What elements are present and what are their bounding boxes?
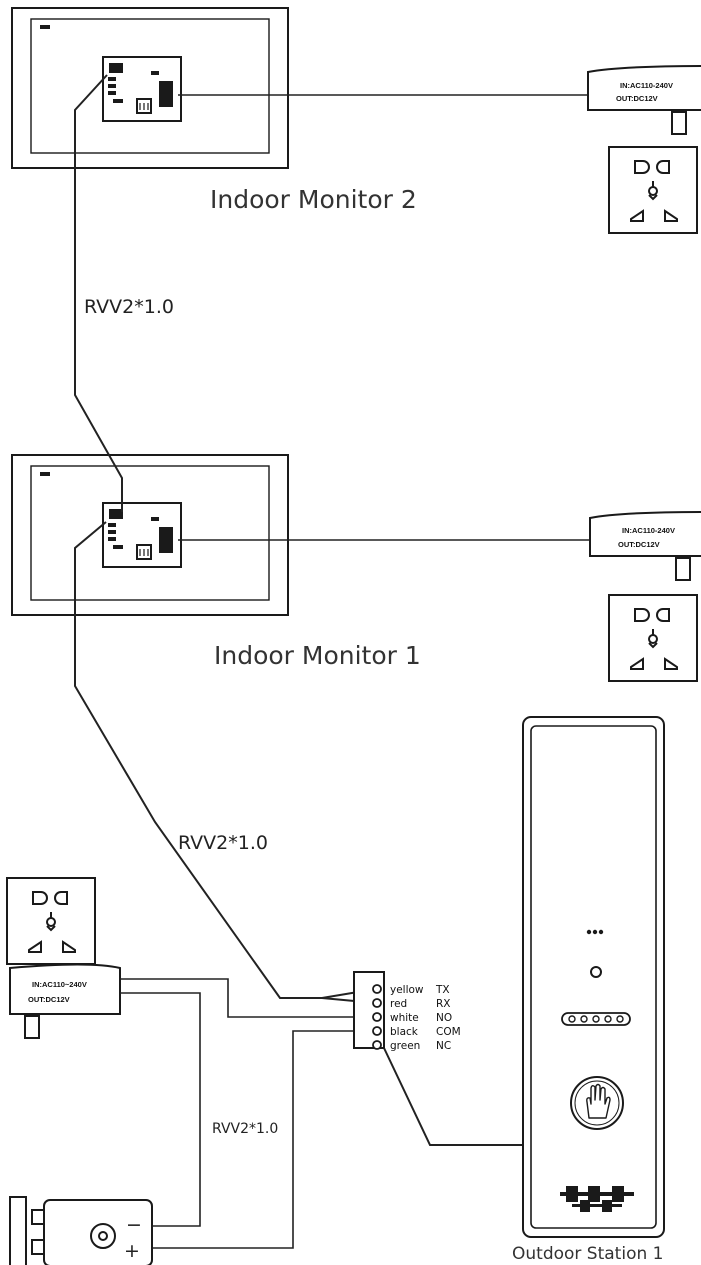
- electric-lock: − +: [9, 1196, 153, 1265]
- wire-adapter-to-no: [120, 978, 376, 1018]
- wall-socket-2: [608, 146, 698, 234]
- cable-monitor2-to-monitor1: [74, 74, 123, 512]
- adapter-1-out: OUT:DC12V: [618, 540, 660, 549]
- indoor-monitor-2: [11, 7, 289, 169]
- hand-icon: [586, 1083, 611, 1119]
- outdoor-station: [522, 716, 665, 1238]
- wall-socket-3: [6, 877, 96, 965]
- station-speaker-grille: [560, 1186, 634, 1212]
- monitor-1-screen: [30, 465, 270, 601]
- cable-monitor1-to-station: [74, 521, 377, 999]
- lock-plus-label: +: [124, 1240, 140, 1262]
- terminal-screw-white: [372, 1012, 382, 1022]
- terminal-color-red: red: [390, 998, 407, 1010]
- cable-label-1: RVV2*1.0: [84, 296, 174, 318]
- terminal-signal-nc: NC: [436, 1040, 451, 1052]
- terminal-screw-green: [372, 1040, 382, 1050]
- station-call-button: [570, 1076, 624, 1130]
- adapter-2-in: IN:AC110-240V: [620, 81, 673, 90]
- terminal-screw-red: [372, 998, 382, 1008]
- power-adapter-2: IN:AC110-240V OUT:DC12V: [587, 65, 701, 135]
- adapter-2-out: OUT:DC12V: [616, 94, 658, 103]
- monitor-1-outer-frame: [11, 454, 289, 616]
- adapter-1-in: IN:AC110-240V: [622, 526, 675, 535]
- terminal-screw-yellow: [372, 984, 382, 994]
- terminal-signal-tx: TX: [435, 984, 450, 996]
- adapter-3-in: IN:AC110~240V: [32, 980, 87, 989]
- monitor-2-outer-frame: [11, 7, 289, 169]
- terminal-block: [353, 971, 385, 1050]
- terminal-labels: yellow TX red RX white NO black COM gree…: [390, 984, 461, 1052]
- monitor-2-screen: [30, 18, 270, 154]
- terminal-color-green: green: [390, 1040, 420, 1052]
- terminal-screw-black: [372, 1026, 382, 1036]
- monitor-1-board: [102, 502, 182, 568]
- wire-lock-to-com: [152, 1030, 376, 1249]
- wall-socket-1: [608, 594, 698, 682]
- terminal-signal-rx: RX: [436, 998, 451, 1010]
- monitor-2-led: [40, 25, 50, 29]
- power-adapter-3: IN:AC110~240V OUT:DC12V: [9, 963, 121, 1039]
- terminal-color-white: white: [390, 1012, 419, 1024]
- indoor-monitor-1: [11, 454, 289, 616]
- outdoor-station-label: Outdoor Station 1: [512, 1244, 663, 1264]
- terminal-color-black: black: [390, 1026, 419, 1038]
- wire-adapter-to-lock-minus: [120, 992, 201, 1227]
- power-adapter-1: IN:AC110-240V OUT:DC12V: [589, 511, 701, 581]
- monitor-2-board: [102, 56, 182, 122]
- terminal-signal-com: COM: [436, 1026, 461, 1038]
- station-microphone-icon: [586, 929, 604, 935]
- lock-mount-plate: [9, 1196, 27, 1265]
- station-camera-icon: [590, 966, 602, 978]
- monitor-1-label: Indoor Monitor 1: [214, 641, 421, 670]
- cable-label-3: RVV2*1.0: [212, 1121, 278, 1137]
- monitor-2-label: Indoor Monitor 2: [210, 185, 417, 214]
- terminal-color-yellow: yellow: [390, 984, 424, 996]
- terminal-signal-no: NO: [436, 1012, 452, 1024]
- station-ir-leds: [561, 1012, 631, 1026]
- cable-label-2: RVV2*1.0: [178, 832, 268, 854]
- adapter-3-out: OUT:DC12V: [28, 995, 70, 1004]
- lock-minus-label: −: [126, 1214, 142, 1236]
- lock-keyhole-icon: [90, 1223, 116, 1249]
- station-inner-body: [530, 725, 657, 1229]
- monitor-1-led: [40, 472, 50, 476]
- lock-body: [43, 1199, 153, 1265]
- wire-terminal-to-station: [383, 1047, 524, 1146]
